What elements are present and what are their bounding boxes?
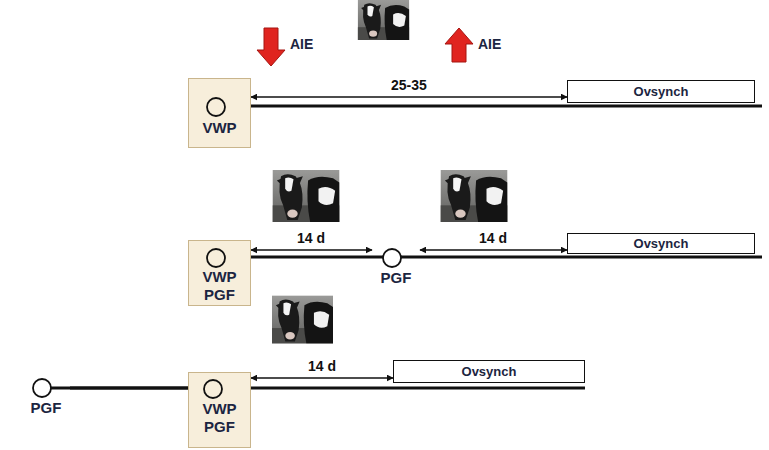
node-text: PGF — [22, 399, 70, 417]
timeline — [215, 105, 762, 108]
event-box: VWP — [188, 78, 251, 148]
event-point: PGF — [22, 377, 70, 419]
interval-label: 14 d — [477, 230, 509, 246]
node-text: Ovsynch — [634, 236, 689, 251]
timeline — [215, 256, 762, 259]
node-text: VWP — [189, 268, 250, 286]
protocol-box: Ovsynch — [567, 80, 755, 103]
timeline — [42, 387, 585, 390]
interval-arrow — [251, 249, 372, 251]
interval-label: 14 d — [295, 230, 327, 246]
interval-arrow — [251, 96, 567, 98]
node-text: Ovsynch — [462, 364, 517, 379]
interval-arrow — [251, 377, 393, 379]
time-point-circle — [204, 380, 222, 398]
node-text: PGF — [372, 269, 420, 287]
effect-label: AIE — [478, 36, 501, 52]
interval-label: 14 d — [306, 358, 338, 374]
node-text: Ovsynch — [634, 84, 689, 99]
cow-photo — [272, 296, 333, 344]
time-point — [189, 79, 246, 149]
down-arrow — [257, 28, 285, 66]
node-text: PGF — [189, 418, 250, 436]
effect-label: AIE — [290, 36, 313, 52]
node-text: VWP — [189, 400, 250, 418]
event-box: VWPPGF — [188, 240, 251, 306]
protocol-box: Ovsynch — [567, 233, 755, 254]
interval-label: 25-35 — [389, 77, 429, 93]
node-text: PGF — [189, 286, 250, 304]
cow-photo — [358, 0, 409, 40]
time-point-circle — [33, 379, 51, 397]
cow-photo — [273, 170, 340, 222]
timeline-segment — [70, 387, 188, 390]
protocol-box: Ovsynch — [393, 360, 585, 383]
event-box: VWPPGF — [188, 372, 251, 448]
interval-arrow — [420, 249, 567, 251]
node-text: VWP — [189, 119, 250, 137]
cow-photo — [441, 170, 508, 222]
time-point-circle — [207, 249, 225, 267]
event-point: PGF — [372, 248, 420, 288]
time-point-circle — [207, 98, 225, 116]
time-point-circle — [383, 249, 401, 267]
up-arrow — [445, 28, 473, 62]
